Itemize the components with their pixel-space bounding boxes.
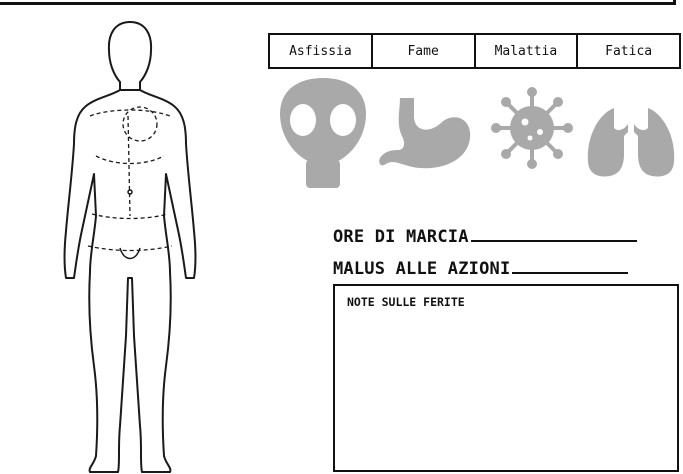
march-hours-field[interactable]: ORE DI MARCIA <box>333 226 637 247</box>
stomach-icon[interactable] <box>374 92 474 176</box>
march-hours-label: ORE DI MARCIA <box>333 227 469 247</box>
action-malus-label: MALUS ALLE AZIONI <box>333 259 511 279</box>
wound-notes-box[interactable]: NOTE SULLE FERITE <box>333 284 679 472</box>
condition-fatica[interactable]: Fatica <box>576 33 681 69</box>
condition-malattia[interactable]: Malattia <box>473 33 579 69</box>
lungs-icon[interactable] <box>584 88 678 182</box>
condition-asfissia[interactable]: Asfissia <box>268 33 373 69</box>
conditions-table: Asfissia Fame Malattia Fatica <box>268 33 681 69</box>
wound-notes-title: NOTE SULLE FERITE <box>347 295 465 309</box>
virus-icon[interactable] <box>490 86 574 170</box>
march-hours-line[interactable] <box>470 226 637 242</box>
condition-fame[interactable]: Fame <box>370 33 476 69</box>
gas-mask-icon[interactable] <box>276 74 370 192</box>
action-malus-line[interactable] <box>512 258 629 274</box>
top-section-frame <box>0 0 676 5</box>
body-diagram[interactable] <box>40 16 220 474</box>
action-malus-field[interactable]: MALUS ALLE AZIONI <box>333 258 629 279</box>
